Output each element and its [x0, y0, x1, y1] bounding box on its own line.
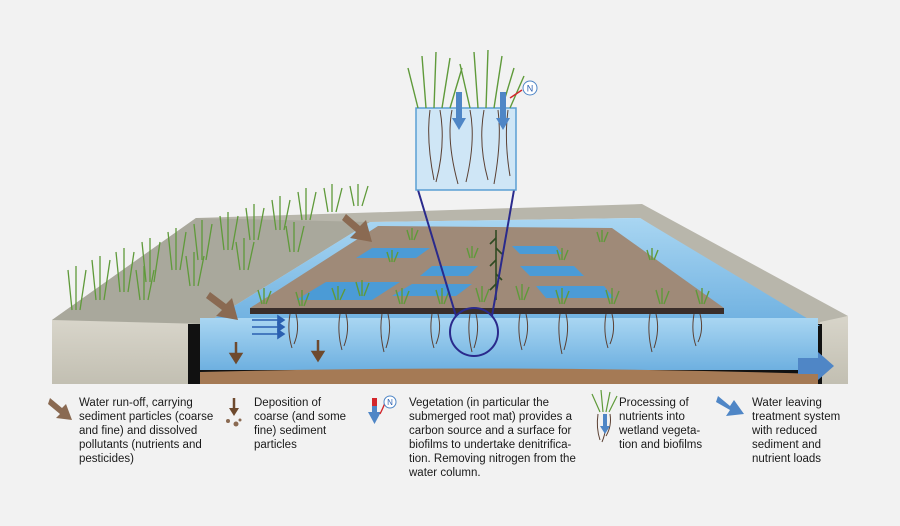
inset-nitrogen-circle — [522, 80, 538, 96]
sediment-layer — [200, 368, 818, 384]
inset-red-arrow — [509, 89, 523, 99]
runoff-arrow-icon — [48, 398, 72, 420]
root-callout-circle — [449, 307, 499, 357]
legend-text-deposition: Deposition of coarse (and some fine) sed… — [254, 397, 347, 451]
deposition-icon — [226, 398, 242, 427]
field-slope — [52, 218, 370, 324]
mat-vegetation — [257, 228, 710, 307]
legend-text-wetland-processing: Processing of nutrients into wetland veg… — [619, 397, 703, 451]
left-earth-block — [52, 320, 190, 384]
legend-text-water-leaving: Water leaving treatment system with redu… — [752, 397, 841, 465]
legend-text-runoff: Water run-off, carrying sediment particl… — [79, 397, 214, 465]
wetland-plant-icon — [591, 389, 618, 443]
root-mat-inset — [415, 107, 517, 191]
submerged-roots — [288, 313, 703, 355]
inset-blue-arrows — [452, 92, 510, 130]
callout-line-left — [417, 189, 457, 317]
outflow-arrow — [798, 352, 834, 380]
deposition-arrows — [228, 340, 326, 365]
inset-roots — [428, 109, 511, 185]
nitrogen-removal-icon: N — [368, 395, 397, 424]
inset-nitrogen-label: N — [527, 84, 534, 94]
inset-plants — [407, 49, 525, 109]
water-body — [200, 318, 818, 370]
svg-text:N: N — [387, 398, 393, 407]
inflow-arrows — [252, 314, 286, 340]
callout-line-right — [491, 189, 515, 317]
field-crops — [67, 184, 369, 311]
water-leaving-arrow-icon — [716, 396, 744, 416]
runoff-arrows — [206, 214, 372, 320]
mat-water-openings — [296, 246, 614, 300]
legend-text-nitrogen-removal: Vegetation (in particular the submerged … — [409, 397, 576, 479]
